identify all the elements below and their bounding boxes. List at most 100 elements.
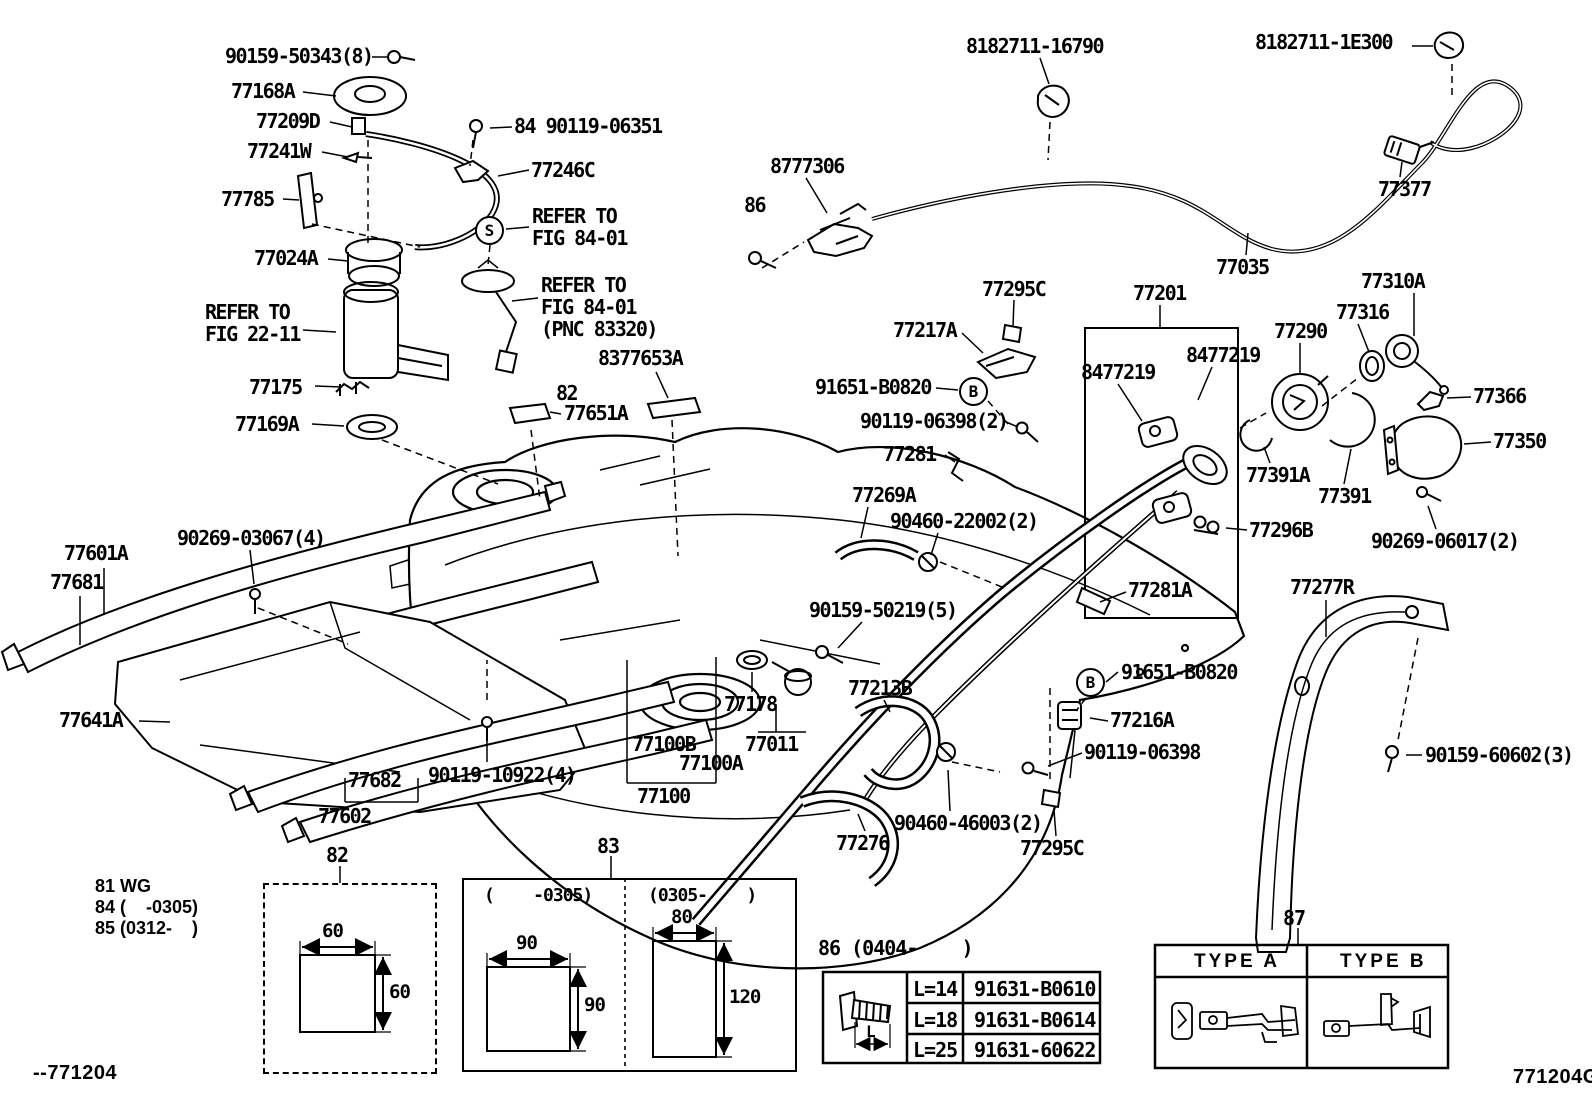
- type-table-grid: [1153, 943, 1450, 1070]
- type-a-header: TYPE A: [1194, 951, 1280, 972]
- bolt-length-cell: L=14: [913, 977, 958, 1001]
- part-label: 90460-46003(2): [894, 811, 1043, 835]
- bolt-table-tag: 86 (0404- ): [818, 936, 974, 960]
- dim3-left-header: ( -0305): [484, 885, 593, 906]
- part-label: 77175: [249, 375, 303, 399]
- part-label: REFER TO: [532, 204, 618, 228]
- part-label: 8477219: [1186, 343, 1261, 367]
- part-label: 77011: [745, 732, 799, 756]
- dimension-box-3-tag: 83: [597, 834, 620, 858]
- part-label: FIG 84-01: [541, 295, 637, 319]
- dimension-box-2: [263, 883, 437, 1074]
- fuel-pump-art: [249, 50, 702, 741]
- dim3-right-header: (0305- ): [648, 885, 757, 906]
- part-label: 77035: [1216, 255, 1270, 279]
- part-label: FIG 84-01: [532, 226, 628, 250]
- part-label: FIG 22-11: [205, 322, 301, 346]
- ref-circle-marker: B: [1076, 668, 1105, 697]
- part-label: 77277R: [1290, 575, 1355, 599]
- filler-cap-art: [1239, 334, 1463, 502]
- type-table-tag: 87: [1283, 906, 1306, 930]
- part-label: 77377: [1378, 177, 1432, 201]
- type-b-header: TYPE B: [1340, 951, 1427, 972]
- dim2-height-value: 60: [389, 981, 411, 1003]
- dimension-box-2-tag: 82: [326, 843, 349, 867]
- dim3-right-height-value: 120: [729, 986, 761, 1008]
- bolt-part-number-cell: 91631-60622: [974, 1038, 1096, 1062]
- part-label: 90119-10922(4): [428, 763, 577, 787]
- filler-pipe-art: [691, 323, 1239, 926]
- part-label: 77100: [637, 784, 691, 808]
- ref-circle-marker: B: [959, 377, 988, 406]
- part-label: 90269-03067(4): [177, 526, 326, 550]
- part-label: 90119-06398: [1084, 740, 1201, 764]
- part-label: 77366: [1473, 384, 1527, 408]
- part-label: 77241W: [247, 139, 312, 163]
- part-label: 77281: [883, 442, 937, 466]
- part-label: 8182711-1E300: [1255, 30, 1394, 54]
- type-b-illustration: [1323, 993, 1431, 1039]
- part-label: 77391: [1318, 484, 1372, 508]
- part-label: 77295C: [982, 277, 1047, 301]
- part-label: 77785: [221, 187, 275, 211]
- part-label: REFER TO: [541, 273, 627, 297]
- part-label: 77100A: [679, 751, 744, 775]
- part-label: 77201: [1133, 281, 1187, 305]
- dim3-left-width-value: 90: [516, 932, 538, 954]
- part-label: 77281A: [1128, 578, 1193, 602]
- legend-line-1: 81 WG: [95, 876, 152, 896]
- part-label: 77296B: [1249, 518, 1314, 542]
- part-label: 77391A: [1246, 463, 1311, 487]
- part-label: 84 90119-06351: [514, 114, 663, 138]
- part-label: 77350: [1493, 429, 1547, 453]
- part-label: 77246C: [531, 158, 596, 182]
- fender-protector-art: [1254, 595, 1450, 953]
- part-label: 8477219: [1081, 360, 1156, 384]
- part-label: 77024A: [254, 246, 319, 270]
- part-label: 77213B: [848, 676, 913, 700]
- bolt-length-cell: L=25: [913, 1038, 958, 1062]
- part-label: 77601A: [64, 541, 129, 565]
- part-label: 77216A: [1110, 708, 1175, 732]
- part-label: 77602: [318, 804, 372, 828]
- part-label: 77310A: [1361, 269, 1426, 293]
- part-label: 77682: [348, 768, 402, 792]
- part-label: (PNC 83320): [541, 317, 658, 341]
- part-label: 77169A: [235, 412, 300, 436]
- bolt-part-number-cell: 91631-B0614: [974, 1008, 1096, 1032]
- part-label: 90159-50219(5): [809, 598, 958, 622]
- part-label: 86: [744, 193, 767, 217]
- part-label: 8377653A: [598, 346, 684, 370]
- ref-circle-marker: S: [475, 216, 504, 245]
- bolt-table-grid: [821, 970, 1102, 1065]
- tank-straps-art: [0, 480, 714, 844]
- dashed-construction-lines: [257, 64, 1453, 780]
- part-label: 77290: [1274, 319, 1328, 343]
- part-label: 77681: [50, 570, 104, 594]
- dimension-box-3: [462, 878, 797, 1072]
- bolt-length-cell: L=18: [913, 1008, 958, 1032]
- bolt-icon: [838, 990, 892, 1052]
- dim3-right-width-value: 80: [671, 906, 693, 928]
- part-label: 77217A: [893, 318, 958, 342]
- part-label: 90119-06398(2): [860, 409, 1009, 433]
- part-label: REFER TO: [205, 300, 291, 324]
- legend-line-3: 85 (0312- ): [95, 918, 199, 938]
- part-label: 77209D: [256, 109, 321, 133]
- bolt-dim-label: L: [866, 1022, 876, 1041]
- part-label: 90159-60602(3): [1425, 743, 1574, 767]
- dim3-left-height-value: 90: [584, 994, 606, 1016]
- dim2-width-value: 60: [322, 920, 344, 942]
- part-label: 77178: [724, 692, 778, 716]
- part-label: 90159-50343(8): [225, 44, 374, 68]
- part-label: 91651-B0820: [1121, 660, 1238, 684]
- part-label: 90460-22002(2): [890, 509, 1039, 533]
- part-label: 90269-06017(2): [1371, 529, 1520, 553]
- part-label: 77651A: [564, 401, 629, 425]
- bolt-part-number-cell: 91631-B0610: [974, 977, 1096, 1001]
- part-label: 77276: [836, 831, 890, 855]
- legend-line-2: 84 ( -0305): [95, 897, 199, 917]
- part-label: 8182711-16790: [966, 34, 1105, 58]
